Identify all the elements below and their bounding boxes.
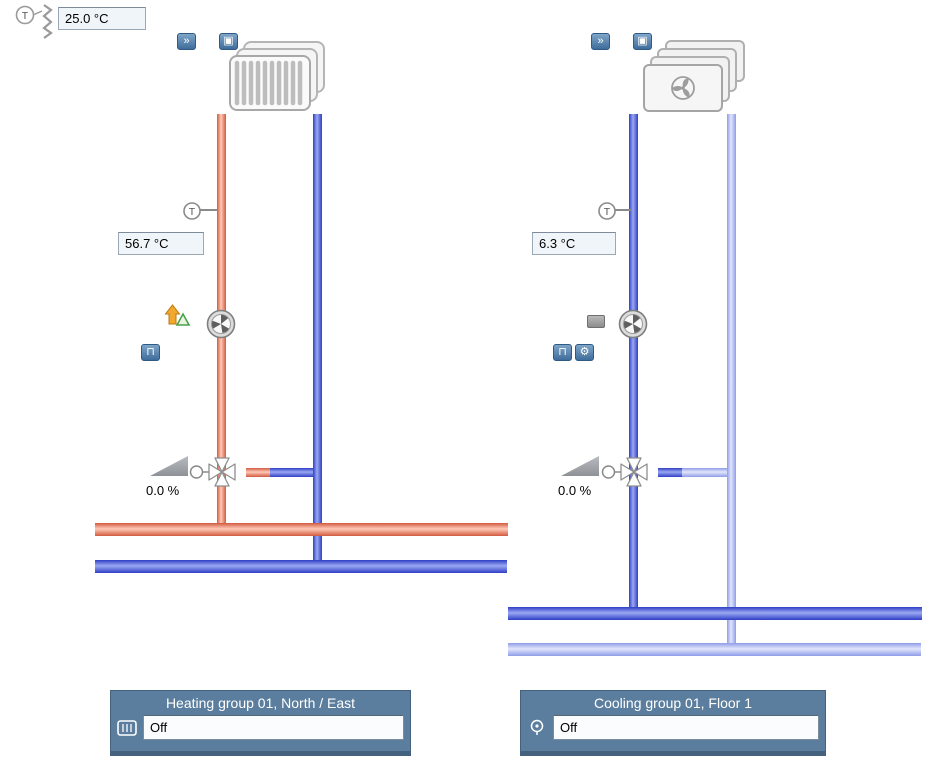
cooling-status-indicator (587, 315, 605, 328)
cooling-object-icon[interactable]: ▣ (633, 33, 652, 50)
heating-valve-ramp-icon (150, 456, 188, 476)
sensor-letter: T (189, 206, 196, 218)
heating-demand-arrows-icon (164, 302, 192, 333)
cooling-supply-temp-field[interactable]: 6.3 °C (532, 232, 616, 255)
heating-supply-temp-field[interactable]: 56.7 °C (118, 232, 204, 255)
cooling-return-main-pipe (508, 643, 921, 656)
object-glyph: ▣ (223, 35, 234, 47)
outdoor-temp-sensor-icon[interactable]: T (14, 2, 60, 47)
sensor-connector-line (199, 209, 218, 211)
cooling-group-panel: Cooling group 01, Floor 1 Off (520, 690, 826, 756)
cooling-pump[interactable] (618, 309, 648, 344)
operator-glyph: » (183, 35, 190, 47)
fan-small-icon (525, 719, 549, 737)
cooling-pulse-icon[interactable]: ⊓ (553, 344, 572, 361)
cooling-valve-stub-light (682, 468, 727, 477)
heating-pulse-icon[interactable]: ⊓ (141, 344, 160, 361)
sensor-letter: T (604, 206, 611, 218)
cooling-supply-pipe-vertical (629, 114, 638, 620)
cooling-supply-main-pipe (508, 607, 922, 620)
heating-return-pipe-vertical (313, 114, 322, 573)
cooling-valve-ramp-icon (561, 456, 599, 476)
cooling-valve-position: 0.0 % (558, 483, 592, 498)
cooling-operator-mode-icon[interactable]: » (591, 33, 610, 50)
cooling-gear-icon[interactable]: ⚙ (575, 344, 594, 361)
heating-supply-temp-sensor-icon[interactable]: T (182, 201, 202, 226)
heating-mixing-valve[interactable] (188, 457, 240, 492)
heating-group-status-field[interactable]: Off (143, 715, 404, 740)
gear-glyph: ⚙ (579, 346, 590, 358)
heating-valve-stub-cold (270, 468, 313, 477)
heating-valve-position: 0.0 % (146, 483, 180, 498)
operator-glyph: » (597, 35, 604, 47)
cooling-supply-temp-sensor-icon[interactable]: T (597, 201, 617, 226)
radiator-icon[interactable] (228, 40, 328, 119)
pulse-glyph: ⊓ (558, 346, 567, 358)
heating-return-main-pipe (95, 560, 507, 573)
cooling-group-title: Cooling group 01, Floor 1 (594, 695, 752, 711)
cooling-unit-icon[interactable] (643, 40, 748, 125)
heating-operator-mode-icon[interactable]: » (177, 33, 196, 50)
heating-group-title: Heating group 01, North / East (165, 695, 356, 711)
sensor-letter: T (22, 10, 29, 22)
cooling-valve-stub-cold (658, 468, 682, 477)
object-glyph: ▣ (637, 35, 648, 47)
pulse-glyph: ⊓ (146, 346, 155, 358)
outdoor-temp-field[interactable]: 25.0 °C (58, 7, 146, 30)
heating-object-icon[interactable]: ▣ (219, 33, 238, 50)
sensor-connector-line (614, 209, 631, 211)
radiator-small-icon (115, 719, 139, 736)
cooling-group-status-field[interactable]: Off (553, 715, 819, 740)
heating-supply-main-pipe (95, 523, 508, 536)
heating-valve-stub-hot (246, 468, 270, 477)
heating-group-panel: Heating group 01, North / East Off (110, 690, 411, 756)
cooling-return-pipe-vertical (727, 114, 736, 656)
cooling-mixing-valve[interactable] (600, 457, 652, 492)
heating-pump[interactable] (206, 309, 236, 344)
